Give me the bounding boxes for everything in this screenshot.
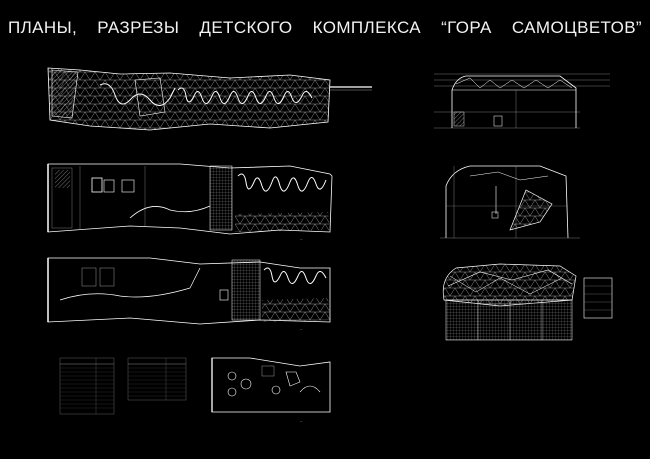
svg-text:—: — — [300, 420, 303, 423]
section-b — [440, 165, 580, 239]
area-table-first-floor — [59, 357, 115, 415]
title-word: САМОЦВЕТОВ” — [511, 18, 642, 37]
basement-plan: — — [211, 357, 331, 423]
title-word: РАЗРЕЗЫ — [97, 18, 180, 37]
second-floor-plan: — — [47, 257, 331, 331]
roof-plan — [47, 67, 372, 131]
section-c — [442, 263, 613, 341]
title-word: ДЕТСКОГО — [199, 18, 293, 37]
title-word: КОМПЛЕКСА — [312, 18, 421, 37]
title-word: ПЛАНЫ, — [8, 18, 78, 37]
title-word: “ГОРА — [441, 18, 492, 37]
section-a — [434, 73, 610, 129]
first-floor-plan: — — [47, 163, 333, 241]
poster-title: ПЛАНЫ, РАЗРЕЗЫ ДЕТСКОГО КОМПЛЕКСА “ГОРА … — [8, 16, 642, 40]
area-table-second-floor — [127, 357, 187, 401]
area-tables — [59, 357, 187, 415]
svg-text:—: — — [300, 238, 303, 241]
svg-text:—: — — [300, 328, 303, 331]
